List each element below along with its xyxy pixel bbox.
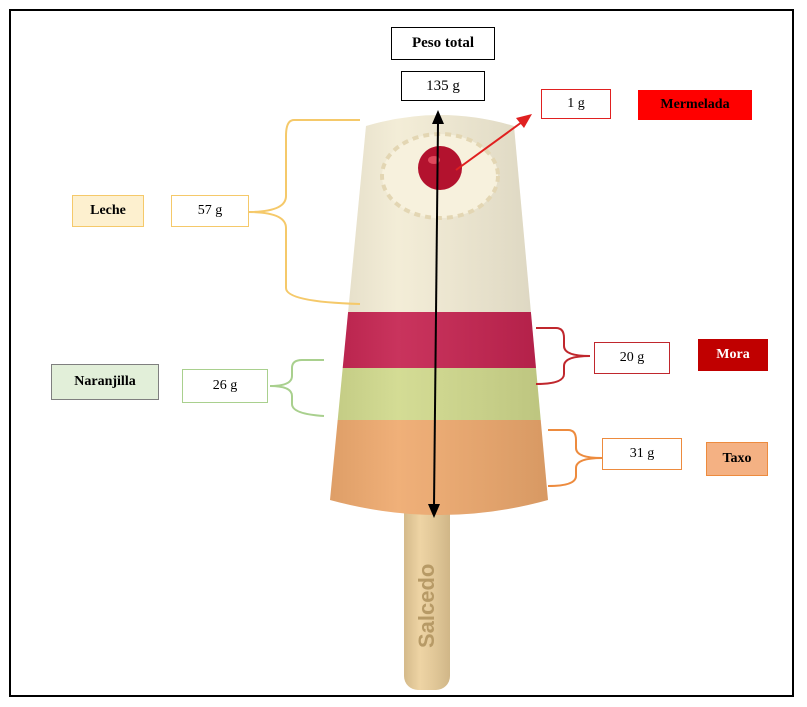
taxo-value: 31 g xyxy=(602,438,682,470)
naranjilla-value: 26 g xyxy=(182,369,268,403)
taxo-label: Taxo xyxy=(706,442,768,476)
total-weight-label: Peso total xyxy=(391,27,495,60)
naranjilla-bracket xyxy=(270,360,324,416)
leche-bracket xyxy=(248,120,360,304)
popsicle-stick: Salcedo xyxy=(404,500,450,690)
mora-label: Mora xyxy=(698,339,768,371)
taxo-bracket xyxy=(548,430,602,486)
mermelada-layer xyxy=(382,134,498,218)
total-weight-value: 135 g xyxy=(401,71,485,101)
mora-bracket xyxy=(536,328,590,384)
stick-brand-text: Salcedo xyxy=(414,564,439,648)
mermelada-value: 1 g xyxy=(541,89,611,119)
mermelada-label: Mermelada xyxy=(638,90,752,120)
mora-value: 20 g xyxy=(594,342,670,374)
naranjilla-label: Naranjilla xyxy=(51,364,159,400)
leche-label: Leche xyxy=(72,195,144,227)
leche-value: 57 g xyxy=(171,195,249,227)
